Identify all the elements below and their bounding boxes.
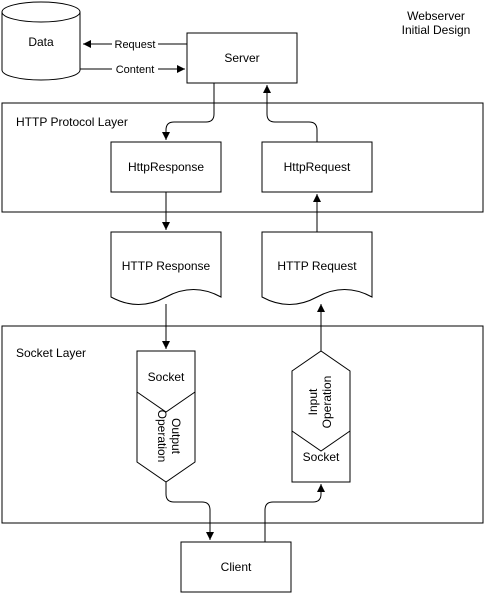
diagram-title-line2: Initial Design	[402, 23, 471, 37]
http-response-class-label: HttpResponse	[128, 160, 204, 174]
socket-output-op-line2: Operation	[155, 410, 169, 463]
socket-input-op-line1: Input	[306, 388, 320, 415]
httprequest-to-server-edge	[263, 85, 318, 142]
socket-input-socket-label: Socket	[303, 450, 340, 464]
request-edge-label: Request	[115, 39, 156, 51]
http-request-class-label: HttpRequest	[284, 160, 351, 174]
socket-layer-label: Socket Layer	[16, 346, 86, 360]
data-store-label: Data	[28, 35, 54, 49]
socket-input-op-line2: Operation	[320, 376, 334, 429]
http-response-document-label: HTTP Response	[122, 259, 211, 273]
http-request-document: HTTP Request	[261, 231, 373, 305]
http-protocol-layer: HTTP Protocol Layer	[1, 102, 484, 213]
socket-output-socket-label: Socket	[148, 370, 185, 384]
request-edge: Request	[83, 37, 187, 51]
socket-output-shape: Socket Output Operation	[136, 350, 196, 483]
content-edge-label: Content	[116, 64, 155, 76]
client-to-socket-input-edge	[264, 484, 325, 542]
data-store: Data	[1, 1, 81, 81]
http-response-document: HTTP Response	[110, 231, 222, 305]
socket-output-to-client-edge	[165, 482, 214, 540]
http-request-document-label: HTTP Request	[277, 259, 357, 273]
content-edge: Content	[80, 62, 185, 76]
server-label: Server	[224, 51, 259, 65]
client-node: Client	[180, 541, 292, 593]
socket-input-shape: Socket Input Operation	[291, 350, 351, 483]
http-request-class: HttpRequest	[261, 141, 373, 193]
server-to-httpresponse-edge	[162, 83, 215, 140]
client-label: Client	[221, 560, 252, 574]
socket-output-op-line1: Output	[169, 418, 183, 455]
socket-layer: Socket Layer	[1, 325, 484, 524]
http-protocol-layer-label: HTTP Protocol Layer	[16, 115, 128, 129]
server-node: Server	[186, 32, 298, 84]
http-response-class: HttpResponse	[110, 141, 222, 193]
diagram-title-line1: Webserver	[407, 9, 465, 23]
